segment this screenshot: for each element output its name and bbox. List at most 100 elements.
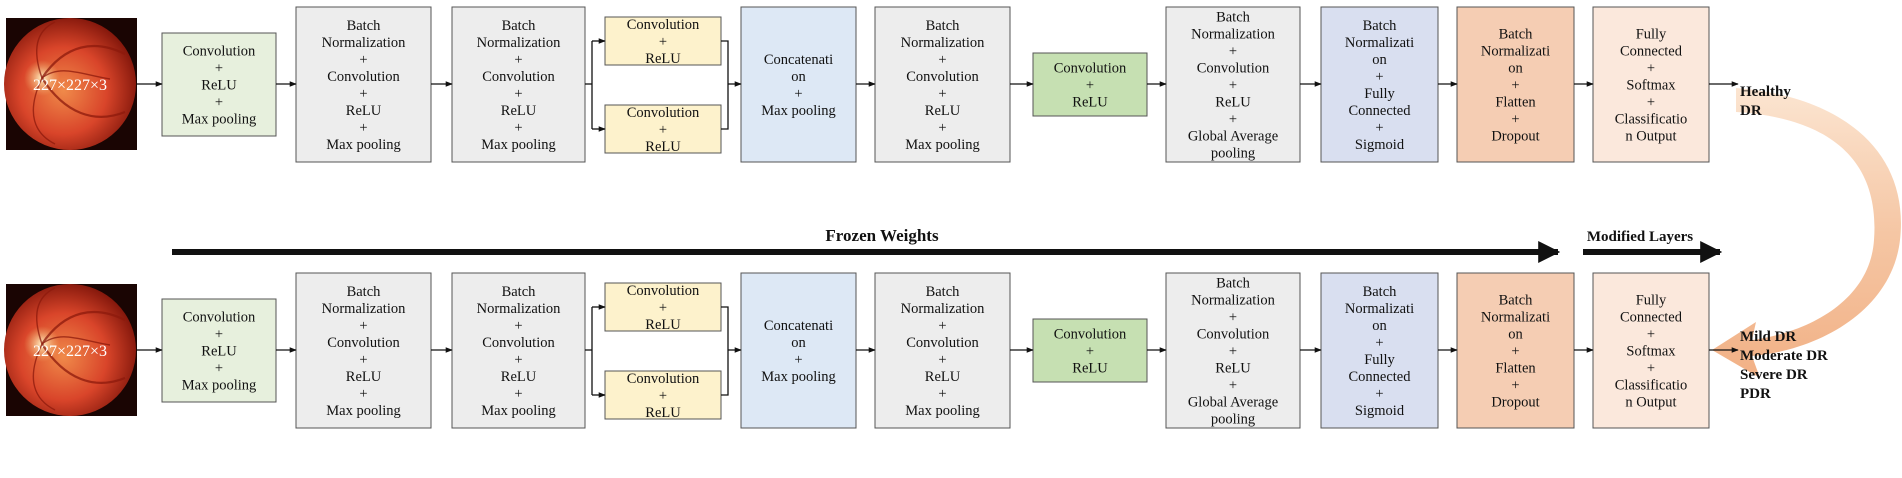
frozen-weights-label: Frozen Weights [825, 226, 939, 245]
output-class-label: Mild DR [1740, 329, 1796, 345]
block-text-line: ReLU [645, 139, 681, 155]
block-text-line: Connected [1620, 310, 1683, 326]
block-box [1592, 6, 1710, 163]
image-size-label: 227×227×3 [33, 77, 107, 94]
block-box [740, 272, 857, 429]
block-text-line: + [1375, 120, 1383, 136]
block-text-line: Softmax [1626, 78, 1676, 94]
block-text-line: Convolution [1054, 61, 1127, 77]
block-text-line: Batch [1499, 27, 1534, 43]
block-box [604, 370, 722, 420]
block-text-line: ReLU [645, 51, 681, 67]
block-text-line: Batch [1216, 276, 1251, 292]
block-text-line: pooling [1211, 146, 1255, 162]
block-text-line: ReLU [501, 369, 537, 385]
block-text-line: Convolution [1197, 61, 1270, 77]
block-text-line: on [1372, 52, 1387, 68]
block-text-line: Convolution [906, 335, 979, 351]
block-text-line: Max pooling [182, 112, 257, 128]
block-text-line: ReLU [501, 103, 537, 119]
block-text-line: + [514, 386, 522, 402]
output-class-label: DR [1740, 103, 1762, 119]
block-text-line: + [659, 122, 667, 138]
block-bn-fc-sigmoid: BatchNormalization+FullyConnected+Sigmoi… [1320, 272, 1439, 429]
block-box [295, 6, 432, 163]
block-text-line: Batch [1499, 293, 1534, 309]
output-class-label: Severe DR [1740, 367, 1808, 383]
block-text-line: + [1229, 44, 1237, 60]
block-parallel-conv-relu-bottom: Convolution+ReLU [604, 370, 722, 421]
block-conv-relu-maxpool: Convolution+ReLU+Max pooling [161, 298, 277, 403]
block-text-line: Fully [1636, 293, 1667, 309]
block-text-line: + [359, 52, 367, 68]
block-text-line: + [1229, 112, 1237, 128]
block-text-line: Batch [347, 284, 382, 300]
block-text-line: Fully [1364, 352, 1395, 368]
block-bn-conv-relu-gap: BatchNormalization+Convolution+ReLU+Glob… [1165, 272, 1301, 429]
block-text-line: Convolution [627, 17, 700, 33]
block-box [1456, 6, 1575, 163]
block-text-line: Convolution [482, 335, 555, 351]
retina-fundus-icon: 227×227×3 [4, 18, 137, 150]
block-box [1456, 272, 1575, 429]
block-text-line: n Output [1625, 395, 1676, 411]
block-text-line: Batch [502, 284, 537, 300]
block-text-line: Normalizati [1345, 35, 1414, 51]
block-text-line: ReLU [346, 103, 382, 119]
block-text-line: Normalizati [1345, 301, 1414, 317]
block-text-line: ReLU [201, 78, 237, 94]
block-text-line: Dropout [1491, 129, 1539, 145]
block-text-line: Batch [926, 284, 961, 300]
block-box [740, 6, 857, 163]
block-text-line: Max pooling [905, 403, 980, 419]
block-text-line: on [1508, 61, 1523, 77]
block-box [161, 298, 277, 403]
block-text-line: Connected [1620, 44, 1683, 60]
block-text-line: ReLU [645, 405, 681, 421]
block-text-line: Normalization [477, 35, 562, 51]
block-text-line: + [1511, 78, 1519, 94]
block-bn-conv-relu-maxpool-2: BatchNormalization+Convolution+ReLU+Max … [451, 272, 586, 429]
block-text-line: + [938, 352, 946, 368]
block-text-line: ReLU [1215, 361, 1251, 377]
block-text-line: Max pooling [905, 137, 980, 153]
block-text-line: Normalization [901, 35, 986, 51]
block-box [451, 6, 586, 163]
block-text-line: on [1372, 318, 1387, 334]
block-text-line: + [514, 52, 522, 68]
block-text-line: Convolution [1054, 327, 1127, 343]
modified-layers-label: Modified Layers [1587, 229, 1693, 245]
block-text-line: Classificatio [1615, 112, 1688, 128]
block-bn-conv-relu-maxpool-2: BatchNormalization+Convolution+ReLU+Max … [451, 6, 586, 163]
block-text-line: + [938, 86, 946, 102]
block-text-line: Connected [1348, 103, 1411, 119]
retina-fundus-icon: 227×227×3 [4, 284, 137, 416]
block-box [1320, 272, 1439, 429]
block-text-line: + [514, 352, 522, 368]
block-text-line: Convolution [627, 105, 700, 121]
block-text-line: + [938, 386, 946, 402]
merge-connector [721, 40, 729, 130]
block-text-line: + [659, 388, 667, 404]
block-text-line: + [359, 386, 367, 402]
block-text-line: + [514, 120, 522, 136]
block-text-line: + [659, 300, 667, 316]
block-text-line: + [514, 86, 522, 102]
block-text-line: ReLU [925, 103, 961, 119]
block-text-line: ReLU [1072, 95, 1108, 111]
block-text-line: + [1375, 69, 1383, 85]
block-text-line: + [938, 120, 946, 136]
block-text-line: Dropout [1491, 395, 1539, 411]
block-text-line: + [215, 361, 223, 377]
block-text-line: Connected [1348, 369, 1411, 385]
block-box [295, 272, 432, 429]
block-text-line: Batch [1216, 10, 1251, 26]
block-text-line: Max pooling [761, 103, 836, 119]
block-text-line: Batch [1363, 284, 1398, 300]
block-text-line: on [791, 335, 806, 351]
block-parallel-conv-relu-bottom: Convolution+ReLU [604, 104, 722, 155]
block-text-line: Batch [1363, 18, 1398, 34]
